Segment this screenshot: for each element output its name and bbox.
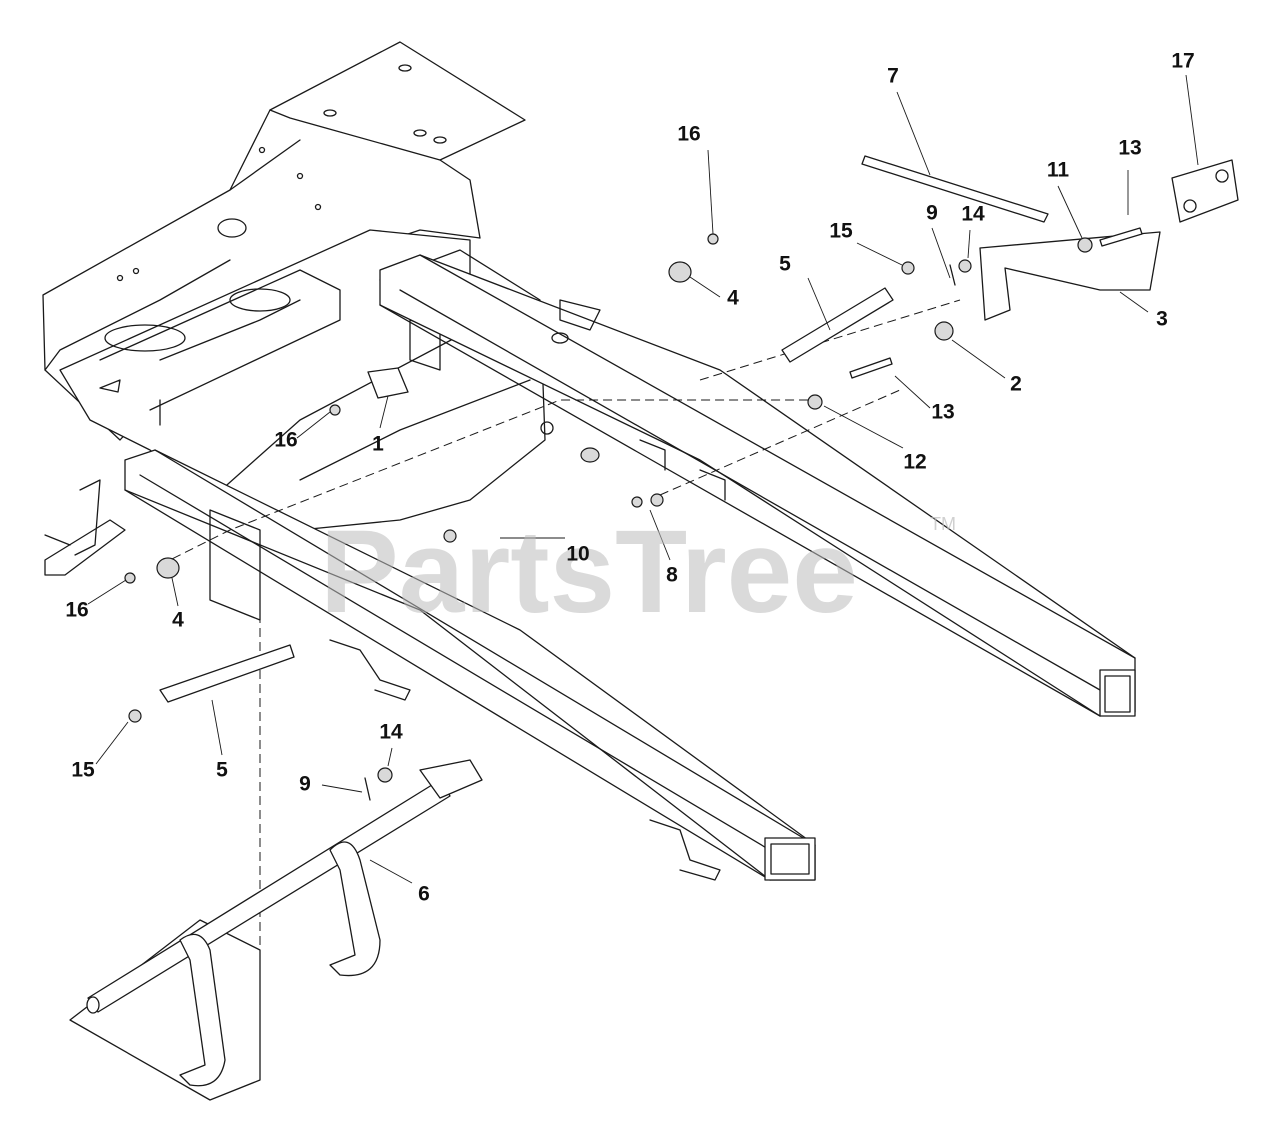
callout-9-lower: 9	[299, 773, 311, 796]
callout-5-upper: 5	[779, 253, 791, 276]
callout-3: 3	[1156, 308, 1168, 331]
callout-1: 1	[372, 433, 384, 456]
callout-15-upper: 15	[829, 220, 853, 243]
callout-7: 7	[887, 65, 899, 88]
callout-11: 11	[1047, 159, 1070, 182]
callout-6: 6	[418, 883, 430, 906]
callout-8: 8	[666, 564, 678, 587]
callout-13-lower: 13	[931, 401, 954, 424]
callout-4-upper: 4	[727, 287, 739, 310]
callout-16-middle: 16	[274, 429, 297, 452]
right-frame-rail	[379, 254, 1136, 717]
lift-shaft-part-6	[86, 759, 483, 1087]
callout-16-top: 16	[677, 123, 700, 146]
parts-tree-watermark: PartsTree TM	[320, 506, 956, 638]
callout-13-upper: 13	[1118, 137, 1141, 160]
callout-5-lower: 5	[216, 759, 228, 782]
callout-4-lower: 4	[172, 609, 184, 632]
callout-9-upper: 9	[926, 202, 938, 225]
callout-14-upper: 14	[961, 203, 985, 226]
callout-10: 10	[566, 543, 589, 566]
svg-text:TM: TM	[930, 514, 956, 534]
svg-text:PartsTree: PartsTree	[320, 506, 858, 638]
left-frame-rail	[44, 449, 816, 881]
callout-labels: 1 2 3 4 4 5 5 6 7 8 9 9 10 11 12 13 13 1…	[65, 50, 1194, 906]
callout-2: 2	[1010, 373, 1022, 396]
callout-15-lower: 15	[71, 759, 95, 782]
callout-14-lower: 14	[379, 721, 403, 744]
leader-lines	[87, 74, 1199, 884]
inner-frame	[59, 229, 554, 531]
callout-17: 17	[1171, 50, 1194, 73]
callout-16-left: 16	[65, 599, 88, 622]
hardware-parts	[124, 155, 1239, 801]
callout-12: 12	[903, 451, 926, 474]
